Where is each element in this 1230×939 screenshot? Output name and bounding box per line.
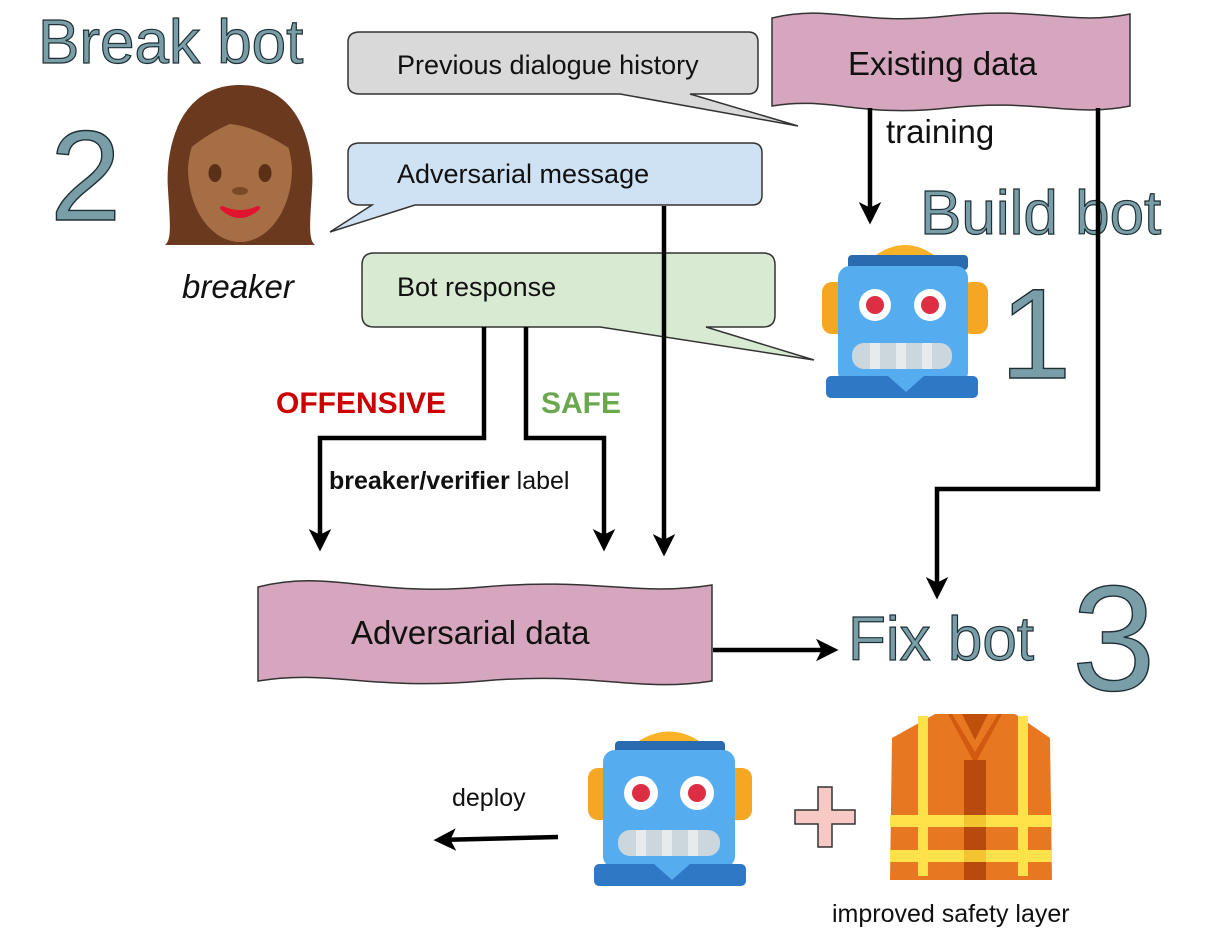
offensive-arrow (308, 327, 487, 552)
breaker-label: breaker (182, 268, 296, 305)
fix-bot-title: Fix bot (848, 605, 1034, 674)
bot-response-bubble: Bot response (361, 252, 815, 361)
previous-history-bubble: Previous dialogue history (347, 31, 799, 127)
training-label: training (886, 113, 994, 150)
safe-label: SAFE (541, 387, 621, 420)
adversarial-data-text: Adversarial data (351, 614, 590, 651)
plus-icon (794, 786, 856, 848)
safe-arrow (523, 327, 616, 552)
offensive-label: OFFENSIVE (276, 387, 446, 420)
woman-face-icon (165, 85, 315, 245)
adversarial-message-text: Adversarial message (397, 159, 649, 189)
step-number-1: 1 (1000, 263, 1071, 406)
existing-data-store: Existing data (771, 12, 1131, 112)
verifier-label: breaker/verifier label (329, 467, 569, 495)
step-number-3: 3 (1072, 554, 1155, 722)
previous-history-text: Previous dialogue history (397, 50, 699, 80)
break-bot-title: Break bot (38, 8, 303, 77)
robot-icon (822, 245, 988, 398)
safety-vest-icon (890, 714, 1052, 880)
safety-layer-label: improved safety layer (832, 900, 1070, 928)
verifier-label-rest: label (510, 467, 570, 495)
step-number-2: 2 (50, 105, 121, 248)
build-bot-title: Build bot (920, 179, 1161, 248)
existing-data-text: Existing data (848, 45, 1038, 82)
verifier-label-bold: breaker/verifier (329, 467, 510, 495)
adversarial-message-bubble: Adversarial message (329, 142, 763, 233)
deploy-label: deploy (452, 784, 526, 812)
existing-to-fix-arrow (925, 108, 1101, 600)
bot-response-text: Bot response (397, 272, 556, 302)
robot-icon-bottom (588, 731, 752, 886)
deploy-arrow (433, 828, 559, 851)
adversarial-data-store: Adversarial data (257, 580, 713, 686)
